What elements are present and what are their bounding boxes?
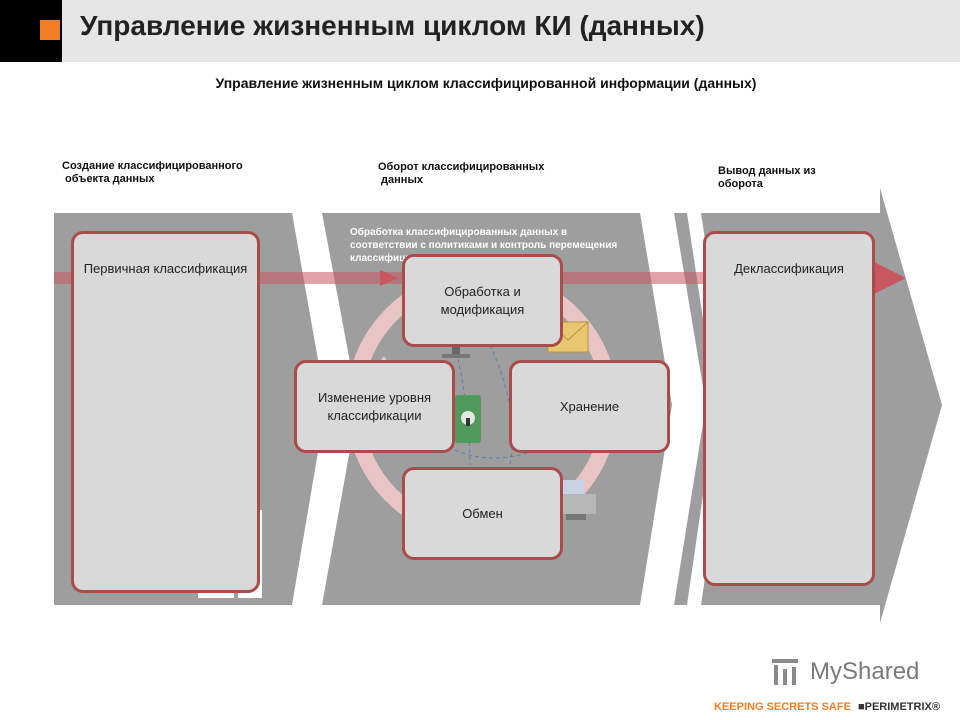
subtitle: Управление жизненным циклом классифициро… xyxy=(215,75,757,91)
watermark: MyShared xyxy=(768,655,919,689)
primary-classification-box: Первичная классификация xyxy=(71,231,260,593)
declassification-box: Деклассификация xyxy=(703,231,875,586)
header-accent-square xyxy=(40,20,60,40)
computer-icon xyxy=(442,345,470,358)
safe-icon xyxy=(455,395,481,443)
separator-2 xyxy=(640,213,706,605)
footer-brand: ■PERIMETRIX® xyxy=(857,701,940,713)
header-bar xyxy=(0,0,960,62)
watermark-logo-icon xyxy=(772,659,798,685)
printer-icon xyxy=(556,480,596,520)
footer: KEEPING SECRETS SAFE ■PERIMETRIX® xyxy=(714,701,940,713)
exchange-box: Обмен xyxy=(402,467,563,560)
storage-box: Хранение xyxy=(509,360,670,453)
phase-withdrawal-label: Вывод данных из оборота xyxy=(718,165,816,190)
watermark-text: MyShared xyxy=(810,658,920,685)
page-title: Управление жизненным циклом КИ (данных) xyxy=(80,10,705,41)
phase-circulation-label: Оборот классифицированных данных xyxy=(378,161,545,186)
phase-create-label: Создание классифицированного объекта дан… xyxy=(62,160,243,185)
processing-box: Обработка и модификация xyxy=(402,254,563,347)
change-level-box: Изменение уровня классификации xyxy=(294,360,455,453)
footer-slogan: KEEPING SECRETS SAFE xyxy=(714,701,851,713)
